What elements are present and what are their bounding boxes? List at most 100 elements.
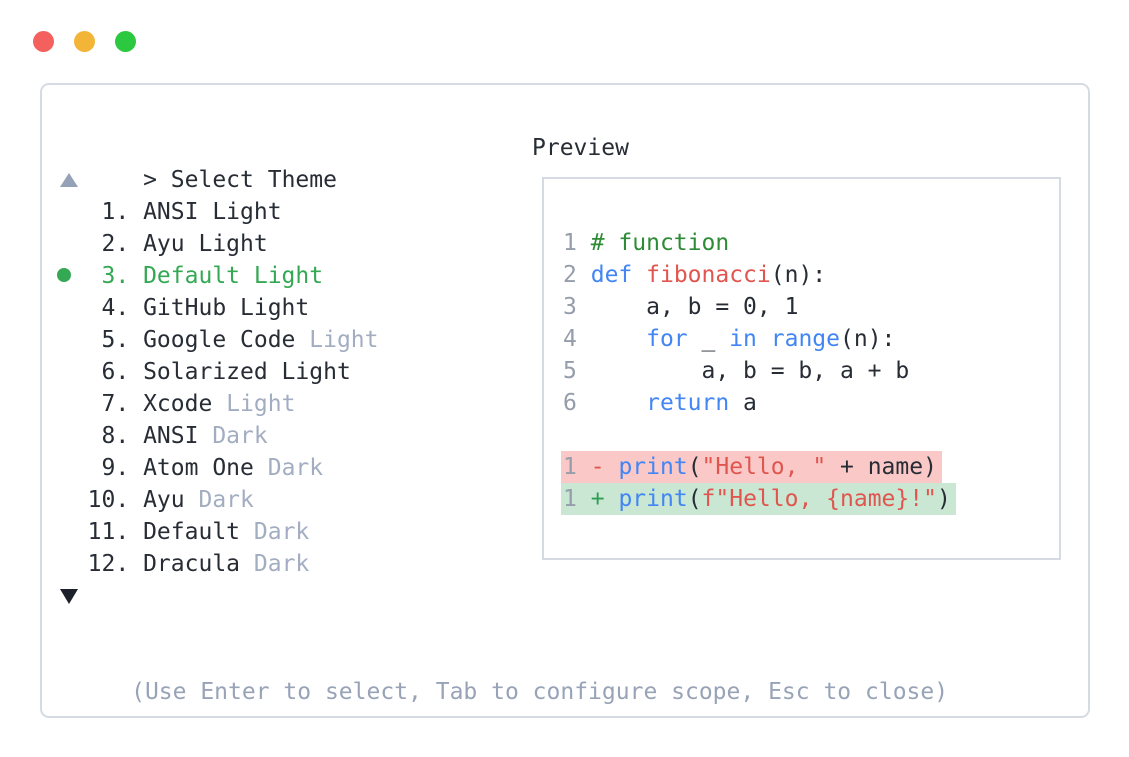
- code-token-plain: [757, 326, 771, 352]
- theme-suffix-spacer: [240, 551, 254, 577]
- line-number-spacer: [577, 294, 591, 320]
- code-line-content: 2 def fibonacci(n):: [561, 259, 831, 291]
- theme-number-separator: .: [115, 231, 144, 257]
- line-number-spacer: [577, 358, 591, 384]
- code-token-plain: a, b = 0, 1: [590, 294, 799, 320]
- code-token-string: f"Hello, {name}!": [701, 486, 937, 512]
- scroll-down-icon[interactable]: [60, 588, 78, 604]
- code-token-keyword: range: [770, 326, 841, 352]
- code-line-content: [561, 419, 568, 451]
- theme-variant: Dark: [198, 487, 254, 513]
- theme-number-separator: .: [115, 455, 144, 481]
- theme-name: Xcode: [143, 391, 213, 417]
- theme-list-item[interactable]: 5. Google Code Light: [60, 324, 520, 356]
- minimize-button[interactable]: [74, 31, 95, 52]
- code-token-plain: [605, 454, 619, 480]
- theme-number-separator: .: [115, 487, 144, 513]
- code-line: 5 a, b = b, a + b: [563, 355, 956, 387]
- theme-list-item[interactable]: 10. Ayu Dark: [60, 484, 520, 516]
- theme-number: 9: [101, 455, 116, 481]
- code-line: [563, 419, 956, 451]
- theme-number-separator: .: [115, 423, 144, 449]
- theme-list-item[interactable]: 7. Xcode Light: [60, 388, 520, 420]
- theme-name: Dracula: [143, 551, 241, 577]
- code-line: 1 + print(f"Hello, {name}!"): [561, 483, 956, 515]
- theme-number: 3: [101, 263, 116, 289]
- scroll-up-row: [60, 164, 520, 196]
- theme-suffix-spacer: [198, 423, 212, 449]
- theme-list-item[interactable]: 3. Default Light: [57, 260, 520, 292]
- code-token-keyword: print: [618, 486, 688, 512]
- code-token-keyword: for: [646, 326, 688, 352]
- theme-suffix-spacer: [185, 487, 199, 513]
- theme-number: 1: [101, 199, 116, 225]
- code-line-content: 4 for _ in range(n):: [561, 323, 900, 355]
- theme-list-item[interactable]: 6. Solarized Light: [60, 356, 520, 388]
- code-line: 2 def fibonacci(n):: [563, 259, 956, 291]
- theme-number: 4: [101, 295, 116, 321]
- line-number-spacer: [577, 230, 591, 256]
- code-line: 6 return a: [563, 387, 956, 419]
- theme-list-item[interactable]: 8. ANSI Dark: [60, 420, 520, 452]
- code-token-keyword: in: [729, 326, 757, 352]
- code-token-plain: (: [687, 454, 702, 480]
- code-token-comment: # function: [590, 230, 730, 256]
- theme-list-item[interactable]: 2. Ayu Light: [60, 228, 520, 260]
- code-token-keyword: print: [618, 454, 688, 480]
- code-token-plain: (: [687, 486, 702, 512]
- scroll-down-row: [60, 580, 520, 612]
- theme-name: Atom One: [143, 455, 254, 481]
- line-number: 5: [563, 358, 577, 384]
- theme-variant: Dark: [253, 519, 310, 545]
- code-token-plain: ): [936, 486, 951, 512]
- selected-dot-icon: [57, 267, 71, 282]
- code-line: 1 - print("Hello, " + name): [561, 451, 956, 483]
- code-line-content: 5 a, b = b, a + b: [561, 355, 914, 387]
- line-number: 4: [563, 326, 577, 352]
- theme-prompt-label: > Select Theme: [143, 167, 337, 193]
- theme-name: Solarized Light: [143, 359, 351, 385]
- theme-list-item[interactable]: 9. Atom One Dark: [60, 452, 520, 484]
- close-button[interactable]: [33, 31, 54, 52]
- theme-suffix-spacer: [295, 327, 309, 353]
- theme-number: 10: [87, 487, 116, 513]
- theme-list-item[interactable]: 11. Default Dark: [60, 516, 520, 548]
- theme-suffix-spacer: [240, 519, 254, 545]
- footer-hint: (Use Enter to select, Tab to configure s…: [48, 644, 948, 705]
- theme-name: Ayu: [143, 487, 185, 513]
- scroll-up-icon[interactable]: [60, 173, 78, 187]
- theme-variant: Light: [226, 391, 296, 417]
- code-token-plain: [605, 486, 619, 512]
- line-number: 1: [563, 230, 577, 256]
- theme-number: 7: [101, 391, 116, 417]
- code-line-content: 1 # function: [561, 227, 734, 259]
- code-token-add-sign: +: [590, 486, 605, 512]
- theme-list-item[interactable]: 1. ANSI Light: [60, 196, 520, 228]
- line-number: 1: [563, 486, 577, 512]
- window-traffic-lights: [33, 31, 136, 52]
- theme-list-item[interactable]: 4. GitHub Light: [60, 292, 520, 324]
- theme-number-separator: .: [115, 199, 144, 225]
- code-token-keyword: return: [646, 390, 730, 416]
- theme-number-separator: .: [115, 519, 144, 545]
- theme-number: 6: [101, 359, 116, 385]
- code-line-content: 3 a, b = 0, 1: [561, 291, 803, 323]
- code-token-plain: [591, 390, 646, 416]
- code-line: 4 for _ in range(n):: [563, 323, 956, 355]
- theme-name: Default: [143, 519, 241, 545]
- line-number-spacer: [577, 390, 591, 416]
- code-token-plain: (n):: [770, 262, 827, 288]
- code-token-plain: (n):: [840, 326, 896, 352]
- theme-name: ANSI: [143, 423, 199, 449]
- code-token-plain: [632, 262, 646, 288]
- theme-number: 8: [101, 423, 116, 449]
- theme-list-item[interactable]: 12. Dracula Dark: [60, 548, 520, 580]
- theme-number: 2: [101, 231, 116, 257]
- zoom-button[interactable]: [115, 31, 136, 52]
- theme-suffix-spacer: [212, 391, 226, 417]
